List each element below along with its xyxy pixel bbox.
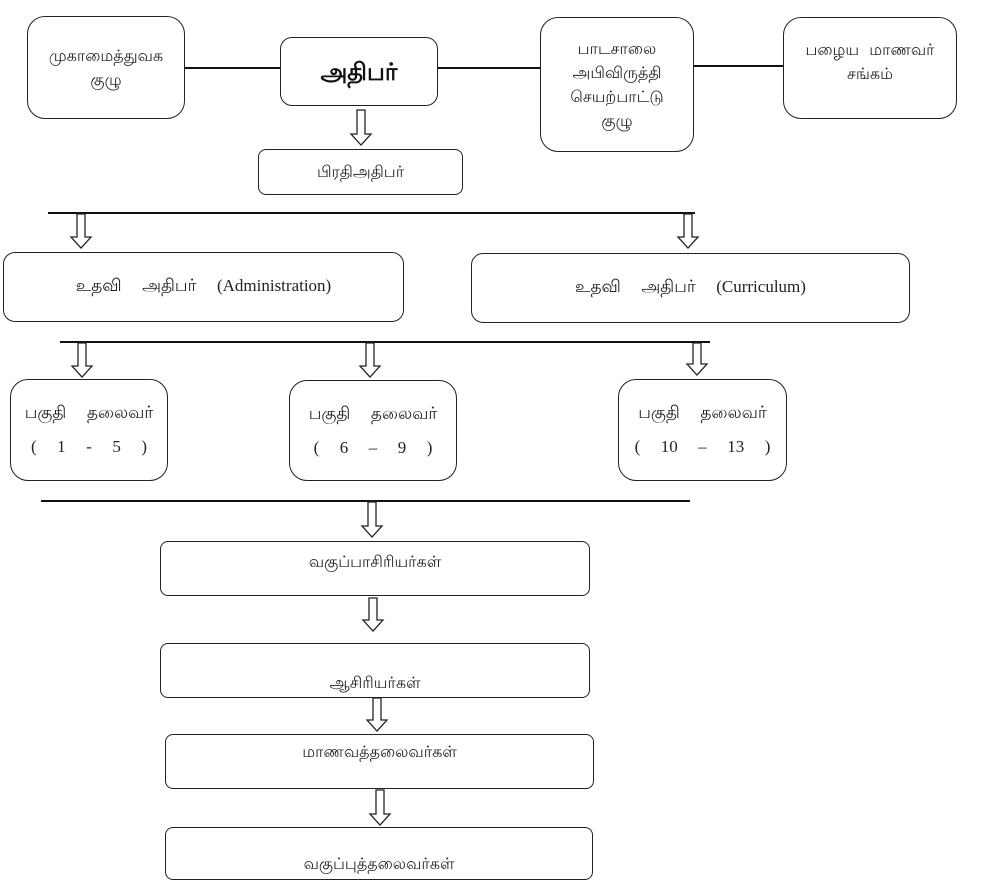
deputy-principal-label: பிரதிஅதிபர் [316, 162, 405, 181]
class-teachers-label: வகுப்பாசிரியர்கள் [308, 552, 442, 571]
school-development-committee-box: பாடசாலை அபிவிருத்தி செயற்பாட்டு குழு [540, 17, 694, 152]
alumni-label-line1: பழைய மாணவர் [805, 40, 935, 59]
teachers-label: ஆசிரியர்கள் [329, 673, 421, 692]
section-head-range-2: ( 6 – 9 ) [313, 437, 433, 457]
arrow-to-assistant-curriculum-icon [676, 213, 700, 249]
teachers-box: ஆசிரியர்கள் [160, 643, 590, 698]
arrow-to-class-teachers-icon [360, 501, 384, 538]
development-label-line2: அபிவிருத்தி [572, 62, 662, 82]
section-head-title-2: பகுதி தலைவர் [308, 403, 438, 423]
principal-box: அதிபர் [280, 37, 438, 106]
assistant-principal-curriculum-box: உதவி அதிபர் (Curriculum) [471, 253, 910, 323]
principal-label: அதிபர் [320, 57, 398, 86]
bus-line-section-heads [60, 341, 710, 343]
connector-management-principal [185, 67, 281, 69]
section-head-box-2: பகுதி தலைவர் ( 6 – 9 ) [289, 380, 457, 481]
student-leaders-label: மாணவத்தலைவர்கள் [302, 742, 457, 761]
arrow-to-section-head-1-icon [70, 342, 94, 378]
section-head-range-1: ( 1 - 5 ) [31, 437, 147, 456]
development-label-line1: பாடசாலை [577, 38, 657, 58]
class-teachers-box: வகுப்பாசிரியர்கள் [160, 541, 590, 596]
assistant-principal-administration-label: உதவி அதிபர் (Administration) [75, 276, 332, 295]
assistant-principal-curriculum-label: உதவி அதிபர் (Curriculum) [575, 277, 806, 296]
class-leaders-label: வகுப்புத்தலைவர்கள் [303, 854, 455, 873]
development-label-line3: செயற்பாட்டு [570, 86, 664, 106]
arrow-to-assistant-admin-icon [69, 213, 93, 249]
arrow-to-section-head-3-icon [685, 342, 709, 376]
connector-principal-development [437, 67, 541, 69]
arrow-to-teachers-icon [361, 597, 385, 632]
section-head-range-3: ( 10 – 13 ) [634, 437, 771, 456]
arrow-principal-to-deputy-icon [349, 109, 373, 146]
arrow-to-class-leaders-icon [368, 789, 392, 826]
alumni-label-line2: சங்கம் [847, 64, 893, 83]
bus-line-assistant-principals [48, 212, 695, 214]
connector-development-alumni [689, 65, 784, 67]
student-leaders-box: மாணவத்தலைவர்கள் [165, 734, 594, 789]
section-head-title-1: பகுதி தலைவர் [24, 403, 154, 422]
management-committee-label-line2: குழு [90, 69, 122, 89]
section-head-title-3: பகுதி தலைவர் [638, 403, 767, 422]
deputy-principal-box: பிரதிஅதிபர் [258, 149, 463, 195]
alumni-association-box: பழைய மாணவர் சங்கம் [783, 17, 957, 119]
section-head-box-1: பகுதி தலைவர் ( 1 - 5 ) [10, 379, 168, 481]
management-committee-label-line1: முகாமைத்துவக [48, 45, 164, 65]
arrow-to-section-head-2-icon [358, 342, 382, 378]
class-leaders-box: வகுப்புத்தலைவர்கள் [165, 827, 593, 880]
bus-line-staff [41, 500, 690, 502]
section-head-box-3: பகுதி தலைவர் ( 10 – 13 ) [618, 379, 787, 481]
arrow-to-student-leaders-icon [365, 697, 389, 732]
assistant-principal-administration-box: உதவி அதிபர் (Administration) [3, 252, 404, 322]
development-label-line4: குழு [601, 110, 633, 130]
management-committee-box: முகாமைத்துவக குழு [27, 16, 185, 119]
